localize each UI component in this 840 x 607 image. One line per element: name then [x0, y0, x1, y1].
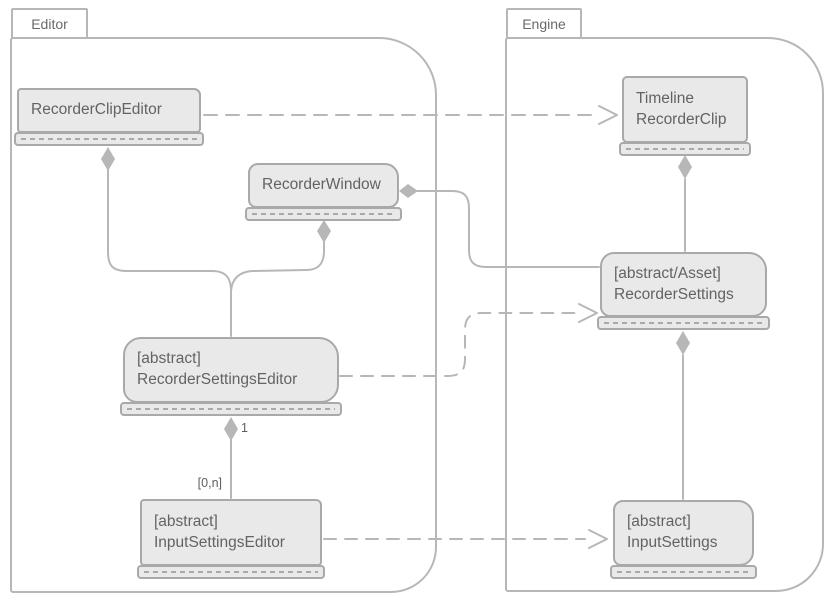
dashed-separator — [252, 213, 395, 215]
editor-package-outline — [10, 37, 437, 593]
dependency-line-recordersettingseditor-recordersettings — [339, 312, 577, 377]
engine-package-tab: Engine — [506, 8, 582, 39]
editor-package-tab: Editor — [11, 8, 88, 39]
dashed-separator — [626, 148, 744, 150]
dashed-separator — [617, 571, 750, 573]
editor-package-label: Editor — [31, 15, 68, 32]
composition-diamond-icon — [676, 331, 690, 355]
class-title: [abstract] InputSettingsEditor — [140, 499, 322, 566]
class-recorderwindow: RecorderWindow — [245, 163, 402, 221]
composition-diamond-icon — [399, 184, 418, 198]
empty-members-compartment — [597, 316, 770, 330]
class-title: RecorderClipEditor — [17, 88, 201, 133]
class-name-line: InputSettings — [627, 534, 718, 551]
class-title: [abstract] RecorderSettingsEditor — [123, 337, 339, 403]
composition-diamond-icon — [317, 220, 331, 243]
class-timelinerecorderclip: Timeline RecorderClip — [619, 76, 751, 156]
class-title: [abstract/Asset] RecorderSettings — [600, 252, 767, 317]
empty-members-compartment — [245, 207, 402, 221]
composition-diamond-icon — [224, 417, 238, 441]
class-inputsettings: [abstract] InputSettings — [610, 500, 757, 579]
empty-members-compartment — [619, 142, 751, 156]
class-title: RecorderWindow — [248, 163, 399, 208]
class-name-line: RecorderSettingsEditor — [137, 371, 298, 388]
class-name-line: RecorderSettings — [614, 285, 734, 303]
empty-members-compartment — [14, 132, 204, 146]
open-arrowhead-icon — [578, 303, 598, 323]
class-inputsettingseditor: [abstract] InputSettingsEditor — [137, 499, 325, 579]
class-name-line: InputSettingsEditor — [154, 533, 285, 551]
class-stereotype-line: [abstract] — [154, 512, 218, 530]
class-title: Timeline RecorderClip — [622, 76, 748, 143]
multiplicity-label-one: 1 — [241, 421, 248, 435]
class-stereotype-line: [abstract] — [627, 513, 691, 531]
empty-members-compartment — [120, 402, 342, 416]
class-name-line: RecorderClip — [636, 110, 727, 128]
class-title: [abstract] InputSettings — [613, 500, 754, 566]
engine-package-label: Engine — [522, 15, 566, 32]
open-arrowhead-icon — [598, 105, 618, 125]
composition-line-recorderclipeditor-recordersettingseditor — [107, 169, 232, 337]
class-stereotype-line: [abstract] — [137, 350, 201, 368]
dashed-separator — [144, 571, 318, 573]
empty-members-compartment — [610, 565, 757, 579]
multiplicity-label-zero-n: [0,n] — [197, 476, 222, 490]
class-recordersettings: [abstract/Asset] RecorderSettings — [597, 252, 770, 330]
open-arrowhead-icon — [588, 529, 608, 549]
engine-package-outline — [505, 37, 824, 592]
composition-diamond-icon — [678, 155, 692, 179]
composition-line-recorderwindow-recordersettingseditor — [230, 241, 325, 292]
class-recordersettingseditor: [abstract] RecorderSettingsEditor — [120, 337, 342, 416]
class-stereotype-line: [abstract/Asset] — [614, 264, 721, 282]
composition-line-recorderwindow-recordersettings — [416, 190, 600, 268]
composition-diamond-icon — [101, 147, 115, 171]
dashed-separator — [604, 322, 763, 324]
dashed-separator — [21, 138, 197, 140]
class-recorderclipeditor: RecorderClipEditor — [14, 88, 204, 146]
class-name-line: Timeline — [636, 89, 694, 107]
class-name-line: RecorderWindow — [262, 176, 381, 194]
empty-members-compartment — [137, 565, 325, 579]
dashed-separator — [127, 408, 335, 410]
class-name-line: RecorderClipEditor — [31, 101, 162, 119]
